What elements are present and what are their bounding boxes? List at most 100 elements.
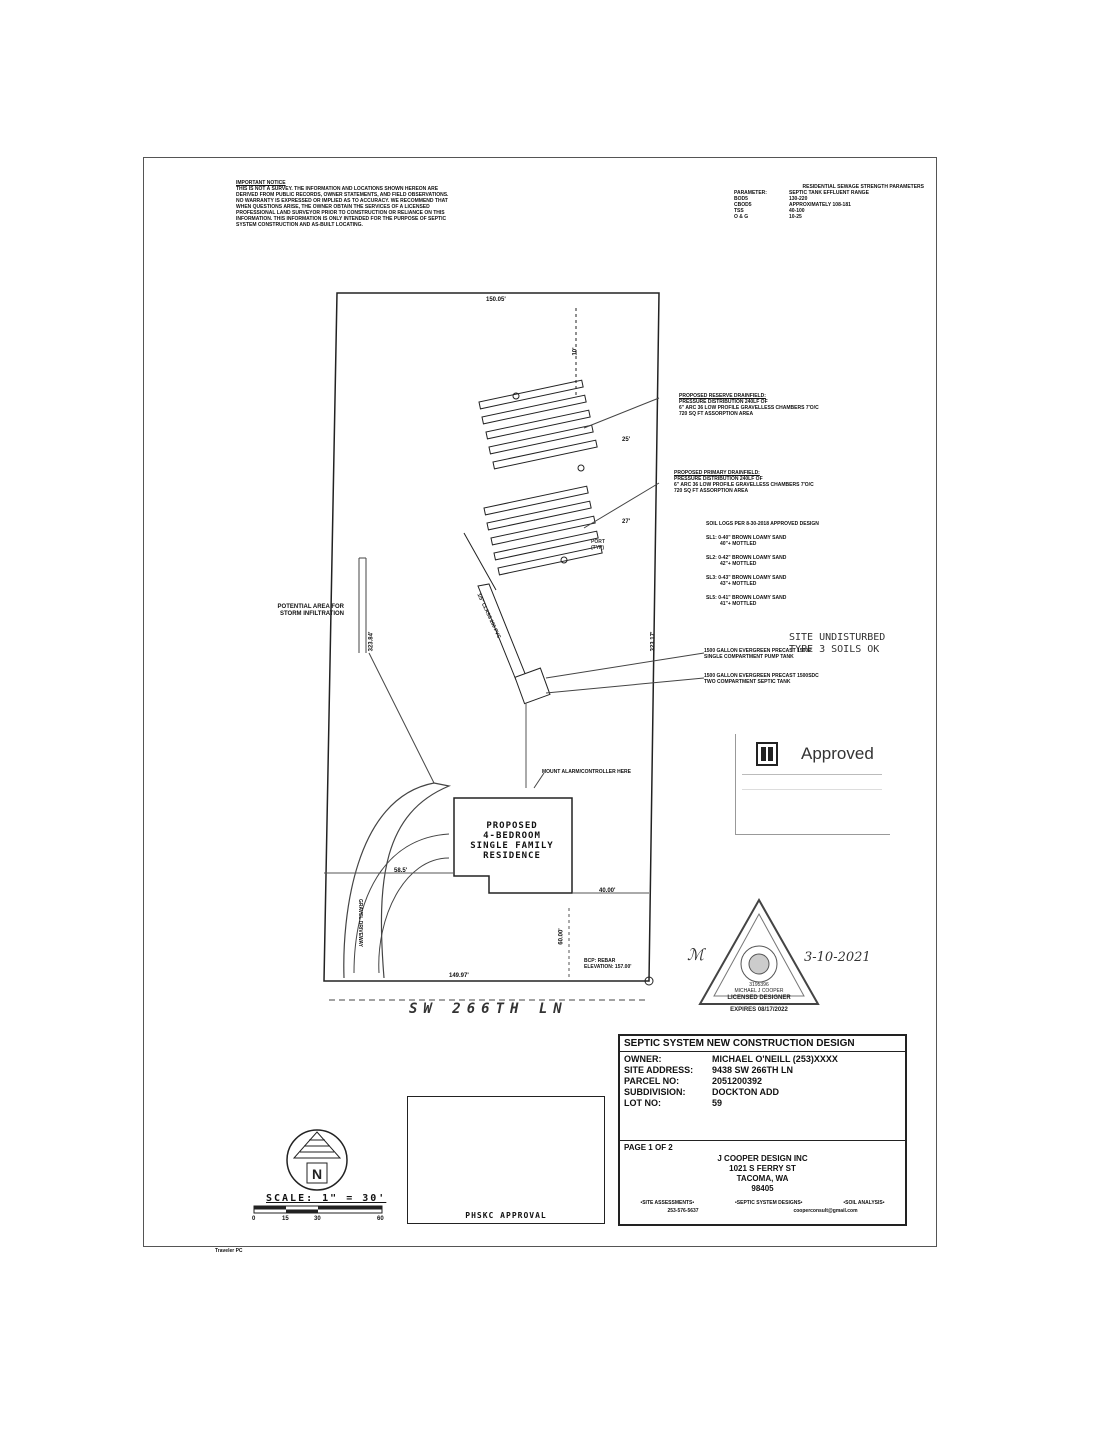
stamp-line bbox=[742, 789, 882, 790]
dim-right: 323.17' bbox=[650, 631, 657, 652]
storm-infiltration-label: POTENTIAL AREA FOR STORM INFILTRATION bbox=[234, 604, 344, 618]
septic-tank-line: TWO COMPARTMENT SEPTIC TANK bbox=[704, 679, 791, 685]
port-line: PORT bbox=[591, 539, 605, 545]
scale-ticks: 0 15 30 60 bbox=[252, 1216, 392, 1226]
phone: 253-576-5637 bbox=[667, 1208, 699, 1214]
scale-tick: 60 bbox=[377, 1216, 384, 1222]
pump-tank-label: 1500 GALLON EVERGREEN PRECAST 1500P SING… bbox=[704, 648, 884, 660]
info-row: SUBDIVISION: DOCKTON ADD bbox=[624, 1087, 901, 1098]
dim-10: 10' bbox=[572, 347, 579, 356]
callout-primary-drainfield: PROPOSED PRIMARY DRAINFIELD: PRESSURE DI… bbox=[674, 470, 879, 494]
soil-log-marker bbox=[560, 556, 568, 564]
leader-line bbox=[583, 397, 660, 429]
dim-25: 25' bbox=[622, 437, 631, 443]
info-key: PARCEL NO: bbox=[624, 1076, 680, 1086]
dim-bottom: 149.97' bbox=[449, 973, 469, 979]
callout-reserve-drainfield: PROPOSED RESERVE DRAINFIELD: PRESSURE DI… bbox=[679, 393, 879, 417]
info-key: SUBDIVISION: bbox=[624, 1087, 686, 1097]
residence-label: PROPOSED 4-BEDROOM SINGLE FAMILY RESIDEN… bbox=[456, 821, 568, 861]
dim-top: 150.05' bbox=[486, 297, 506, 303]
soil-log-line: SL2: 0-42" BROWN LOAMY SAND bbox=[706, 555, 787, 561]
site-plan-drawing bbox=[323, 292, 705, 1001]
seal-title: LICENSED DESIGNER bbox=[727, 995, 791, 1001]
callout-line: 6" ARC 36 LOW PROFILE GRAVELLESS CHAMBER… bbox=[674, 482, 814, 488]
important-notice: IMPORTANT NOTICE THIS IS NOT A SURVEY. T… bbox=[236, 180, 456, 228]
sewage-table-header: PARAMETER: SEPTIC TANK EFFLUENT RANGE bbox=[734, 190, 924, 196]
storm-label-line: STORM INFILTRATION bbox=[280, 611, 344, 617]
phskc-approval-box: PHSKC APPROVAL bbox=[407, 1096, 605, 1224]
notice-body: THIS IS NOT A SURVEY. THE INFORMATION AN… bbox=[236, 186, 449, 228]
title-block: SEPTIC SYSTEM NEW CONSTRUCTION DESIGN OW… bbox=[618, 1034, 907, 1226]
transport-pipe bbox=[477, 583, 527, 681]
info-value: 9438 SW 266TH LN bbox=[712, 1065, 794, 1075]
email: cooperconsult@gmail.com bbox=[793, 1208, 858, 1214]
driveway-outline bbox=[343, 782, 452, 979]
septic-tank-shape bbox=[514, 667, 551, 705]
residence-line: PROPOSED bbox=[486, 821, 538, 831]
dim-60: 60.00' bbox=[558, 928, 565, 945]
septic-tank-line: 1500 GALLON EVERGREEN PRECAST 1500SDC bbox=[704, 673, 819, 679]
services: •SITE ASSESSMENTS• •SEPTIC SYSTEM DESIGN… bbox=[620, 1200, 905, 1206]
rebar-marker bbox=[644, 976, 654, 986]
approved-stamp: Approved bbox=[735, 734, 890, 835]
reserve-drainfield bbox=[478, 379, 598, 470]
manifold-line bbox=[463, 532, 497, 591]
sewage-table: RESIDENTIAL SEWAGE STRENGTH PARAMETERS P… bbox=[734, 184, 924, 220]
pump-tank-line: 1500 GALLON EVERGREEN PRECAST 1500P bbox=[704, 648, 812, 654]
info-key: LOT NO: bbox=[624, 1098, 661, 1108]
callout-line: 6" ARC 36 LOW PROFILE GRAVELLESS CHAMBER… bbox=[679, 405, 819, 411]
soil-log-line: 42"+ MOTTLED bbox=[720, 561, 757, 567]
title-block-info: OWNER:MICHAEL O'NEILL (253)XXXX SITE ADD… bbox=[620, 1052, 905, 1111]
driveway-outline bbox=[353, 833, 450, 974]
designer-signature: ℳ bbox=[687, 945, 705, 964]
scale-tick: 0 bbox=[252, 1216, 256, 1222]
info-value: DOCKTON ADD bbox=[712, 1087, 779, 1097]
company-line: TACOMA, WA bbox=[736, 1174, 789, 1183]
sewage-header-range: SEPTIC TANK EFFLUENT RANGE bbox=[789, 190, 869, 196]
residence-line: SINGLE FAMILY bbox=[470, 841, 554, 851]
service-item: •SOIL ANALYSIS• bbox=[843, 1200, 885, 1206]
info-row: OWNER:MICHAEL O'NEILL (253)XXXX bbox=[624, 1054, 901, 1065]
sewage-param: TSS bbox=[734, 208, 744, 214]
storm-area-line bbox=[368, 652, 435, 784]
contact-info: 253-576-5637 cooperconsult@gmail.com bbox=[620, 1208, 905, 1214]
street-label: SW 266TH LN bbox=[409, 1001, 568, 1017]
info-key: SITE ADDRESS: bbox=[624, 1065, 694, 1075]
soil-log-marker bbox=[512, 392, 520, 400]
soil-log-line: 40"+ MOTTLED bbox=[720, 541, 757, 547]
sewage-table-title: RESIDENTIAL SEWAGE STRENGTH PARAMETERS bbox=[802, 184, 925, 190]
rebar-line: BCP: REBAR bbox=[584, 958, 616, 964]
soil-logs-title: SOIL LOGS PER 8-30-2018 APPROVED DESIGN bbox=[706, 521, 819, 527]
info-row: SITE ADDRESS: 9438 SW 266TH LN bbox=[624, 1065, 901, 1076]
health-department-logo-icon bbox=[756, 742, 778, 766]
soil-log-line: SL5: 0-41" BROWN LOAMY SAND bbox=[706, 595, 787, 601]
info-value: 2051200392 bbox=[712, 1076, 763, 1086]
service-item: •SEPTIC SYSTEM DESIGNS• bbox=[735, 1200, 803, 1206]
company-line: 1021 S FERRY ST bbox=[729, 1164, 796, 1173]
leader-line bbox=[533, 772, 545, 789]
leader-line bbox=[545, 677, 705, 694]
stamp-line bbox=[742, 774, 882, 775]
septic-tank-label: 1500 GALLON EVERGREEN PRECAST 1500SDC TW… bbox=[704, 673, 894, 685]
approved-label: Approved bbox=[801, 744, 874, 763]
sewage-param: O & G bbox=[734, 214, 749, 220]
callout-line: PRESSURE DISTRIBUTION 240LF OF bbox=[674, 476, 763, 482]
dim-40: 40.00' bbox=[599, 888, 616, 894]
title-block-title: SEPTIC SYSTEM NEW CONSTRUCTION DESIGN bbox=[620, 1036, 905, 1052]
rebar-label: BCP: REBAR ELEVATION: 157.00' bbox=[584, 958, 631, 970]
signature-date: 3-10-2021 bbox=[804, 950, 871, 965]
leader-line bbox=[583, 482, 660, 529]
company-line: 98405 bbox=[751, 1184, 774, 1193]
plan-sheet: IMPORTANT NOTICE THIS IS NOT A SURVEY. T… bbox=[143, 157, 937, 1247]
info-value: MICHAEL O'NEILL (253)XXXX bbox=[712, 1054, 838, 1064]
title-block-divider bbox=[620, 1140, 905, 1141]
driveway-outline bbox=[378, 857, 450, 974]
info-row: LOT NO:59 bbox=[624, 1098, 901, 1109]
pump-tank-line: SINGLE COMPARTMENT PUMP TANK bbox=[704, 654, 794, 660]
scale-label: SCALE: 1" = 30' bbox=[266, 1193, 387, 1204]
